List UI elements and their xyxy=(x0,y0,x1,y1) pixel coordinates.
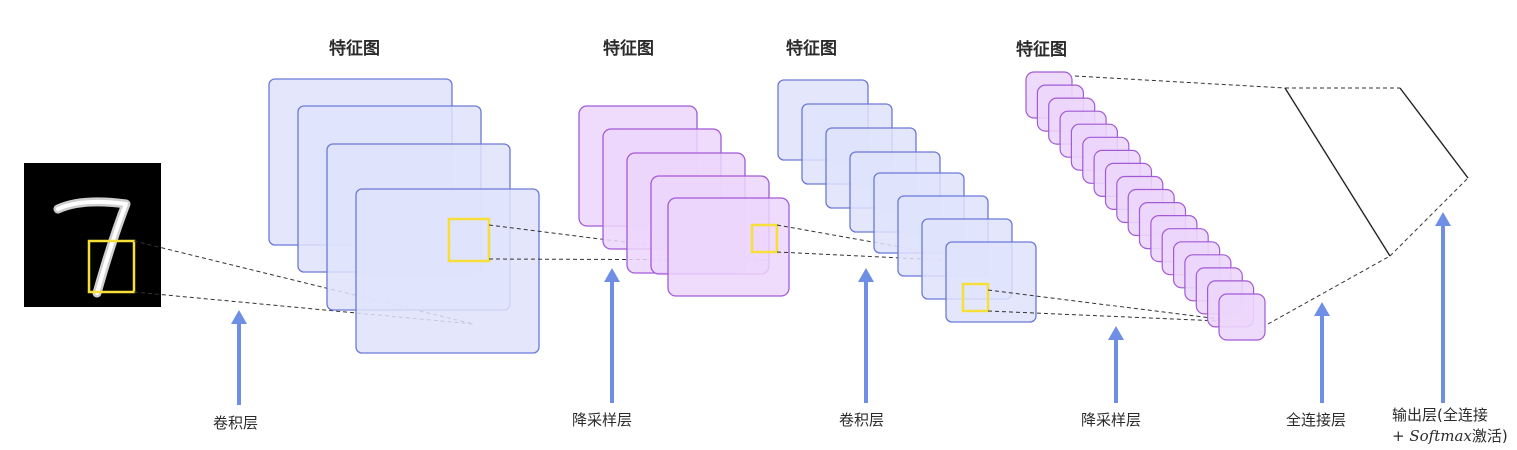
conv1-receptive-field xyxy=(447,217,491,263)
arrow-up-icon xyxy=(1314,302,1330,316)
pool1-feature-map xyxy=(667,197,790,297)
pool2-feature-maps xyxy=(1025,71,1266,341)
arrow-up-icon xyxy=(858,268,874,282)
conv1-feature-maps xyxy=(268,78,540,354)
conv2-receptive-field xyxy=(961,282,990,313)
output-label-line2: + Softmax激活) xyxy=(1392,426,1508,447)
pool1-label: 降采样层 xyxy=(572,411,633,429)
feature-map-title-1: 特征图 xyxy=(329,39,380,59)
layer-arrows xyxy=(231,212,1451,405)
arrow-up-icon xyxy=(231,310,247,324)
pool1-receptive-field xyxy=(750,223,779,254)
output-dashed-bottom xyxy=(1389,177,1469,257)
output-label-softmax: Softmax xyxy=(1409,427,1472,445)
output-layer-line xyxy=(1399,87,1469,179)
arrow-up-icon xyxy=(1435,212,1451,226)
output-label: 输出层(全连接 + Softmax激活) xyxy=(1392,405,1508,447)
pool2-label: 降采样层 xyxy=(1081,411,1142,429)
arrow-up-icon xyxy=(604,268,620,282)
output-label-plus: + xyxy=(1392,427,1410,445)
input-image-background xyxy=(24,163,161,307)
conv1-label: 卷积层 xyxy=(213,414,259,432)
fc-dashed-bottom xyxy=(1267,255,1391,325)
input-receptive-field xyxy=(87,239,136,294)
conv2-feature-map xyxy=(945,241,1037,323)
arrow-up-icon xyxy=(1108,326,1124,340)
digit-seven-highlight xyxy=(56,199,128,295)
fc-dashed-top xyxy=(1074,75,1286,89)
feature-map-title-2: 特征图 xyxy=(603,39,654,59)
fc-layer-line xyxy=(1284,87,1391,257)
fully-connected-connections xyxy=(1074,75,1469,325)
feature-map-title-4: 特征图 xyxy=(1016,40,1067,60)
output-label-line1: 输出层(全连接 xyxy=(1392,406,1488,424)
pool2-feature-map xyxy=(1218,293,1266,341)
output-label-activation: 激活) xyxy=(1471,427,1508,445)
projection-conv2-to-pool2 xyxy=(987,289,1244,323)
conv2-label: 卷积层 xyxy=(839,411,885,429)
feature-map-title-3: 特征图 xyxy=(786,39,837,59)
input-image xyxy=(24,163,161,307)
pool1-feature-maps xyxy=(578,105,790,297)
conv2-feature-maps xyxy=(777,79,1037,323)
fc-label: 全连接层 xyxy=(1286,411,1347,429)
conv1-feature-map xyxy=(355,188,540,354)
